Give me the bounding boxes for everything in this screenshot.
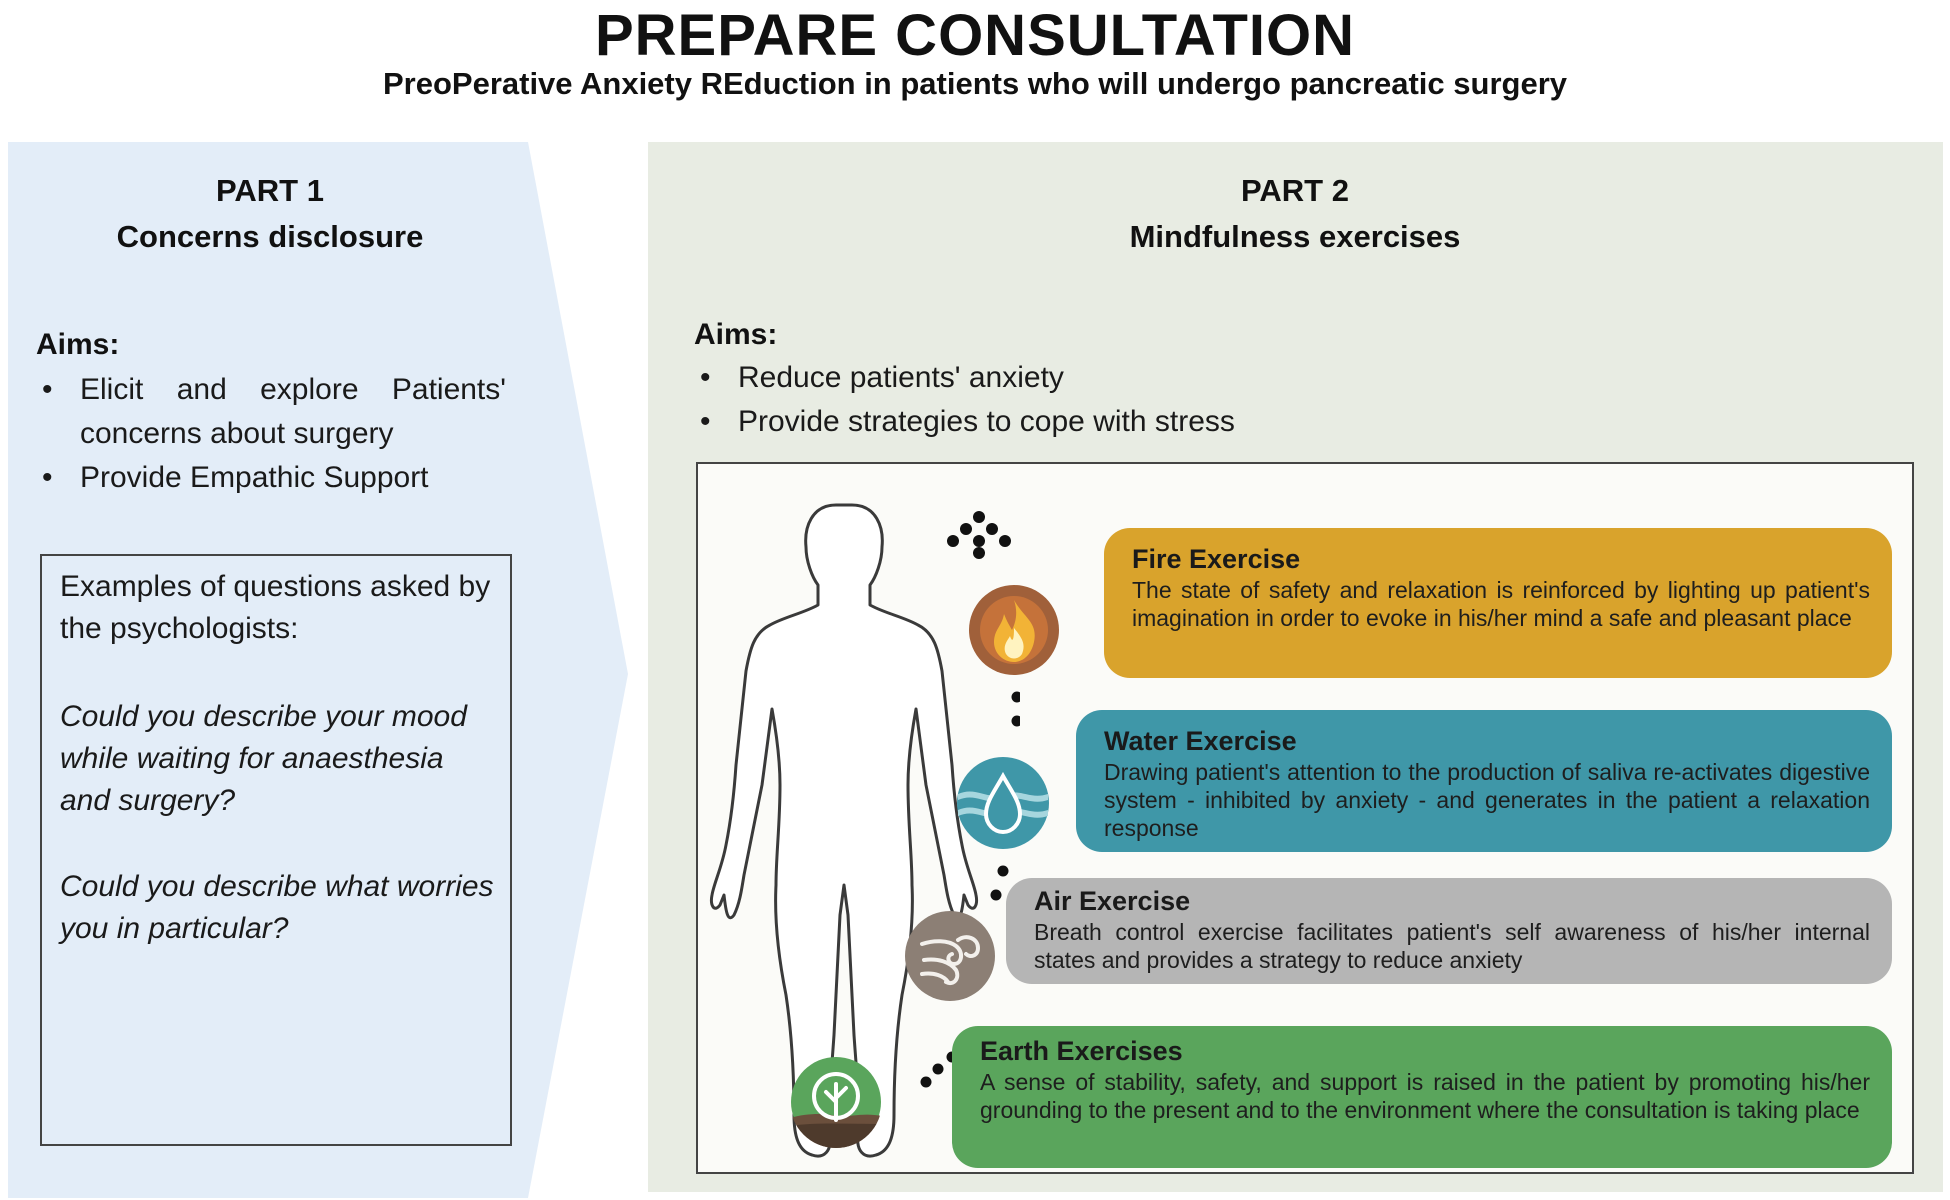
part2-aim-item: Provide strategies to cope with stress <box>694 400 1594 444</box>
part1-aim-item: Provide Empathic Support <box>36 456 506 500</box>
questions-box <box>40 554 512 1146</box>
exercise-description: Breath control exercise facilitates pati… <box>1034 919 1870 973</box>
part2-label: PART 2 <box>1241 173 1349 208</box>
exercise-title: Water Exercise <box>1104 726 1297 756</box>
water-drop-icon <box>957 757 1049 849</box>
part1-label: PART 1 <box>216 173 324 208</box>
exercise-card-fire: Fire Exercise The state of safety and re… <box>1104 528 1892 678</box>
exercise-description: The state of safety and relaxation is re… <box>1132 577 1870 631</box>
example-question: Could you describe your mood while waiti… <box>60 700 467 817</box>
exercise-title: Air Exercise <box>1034 886 1191 916</box>
wind-icon <box>905 911 995 1001</box>
part1-heading: PART 1 Concerns disclosure <box>10 168 530 260</box>
part1-aim-item: Elicit and explore Patients' concerns ab… <box>36 368 506 456</box>
exercise-title: Earth Exercises <box>980 1036 1183 1066</box>
part2-aim-item: Reduce patients' anxiety <box>694 356 1594 400</box>
example-question: Could you describe what worries you in p… <box>60 870 494 945</box>
part2-heading: PART 2 Mindfulness exercises <box>650 168 1940 260</box>
human-body-silhouette-icon <box>710 503 978 1158</box>
part2-aims-label: Aims: <box>694 318 778 351</box>
exercise-description: Drawing patient's attention to the produ… <box>1104 759 1870 841</box>
tree-icon <box>790 1057 882 1148</box>
page-subtitle: PreoPerative Anxiety REduction in patien… <box>382 66 1567 101</box>
page-title: PREPARE CONSULTATION <box>594 3 1356 68</box>
exercise-card-air: Air Exercise Breath control exercise fac… <box>1006 878 1892 984</box>
part1-aims-label: Aims: <box>36 328 120 361</box>
questions-intro: Examples of questions asked by the psych… <box>60 570 491 645</box>
fire-icon <box>969 585 1059 675</box>
exercise-card-earth: Earth Exercises A sense of stability, sa… <box>952 1026 1892 1168</box>
part2-name: Mindfulness exercises <box>1129 219 1461 254</box>
part2-aims-list: Reduce patients' anxiety Provide strateg… <box>694 356 1594 444</box>
part1-name: Concerns disclosure <box>116 219 424 254</box>
dotted-connector <box>920 511 1020 1088</box>
part1-aims-list: Elicit and explore Patients' concerns ab… <box>36 368 506 500</box>
exercise-title: Fire Exercise <box>1132 544 1301 574</box>
exercise-card-water: Water Exercise Drawing patient's attenti… <box>1076 710 1892 852</box>
exercise-description: A sense of stability, safety, and suppor… <box>980 1069 1870 1123</box>
